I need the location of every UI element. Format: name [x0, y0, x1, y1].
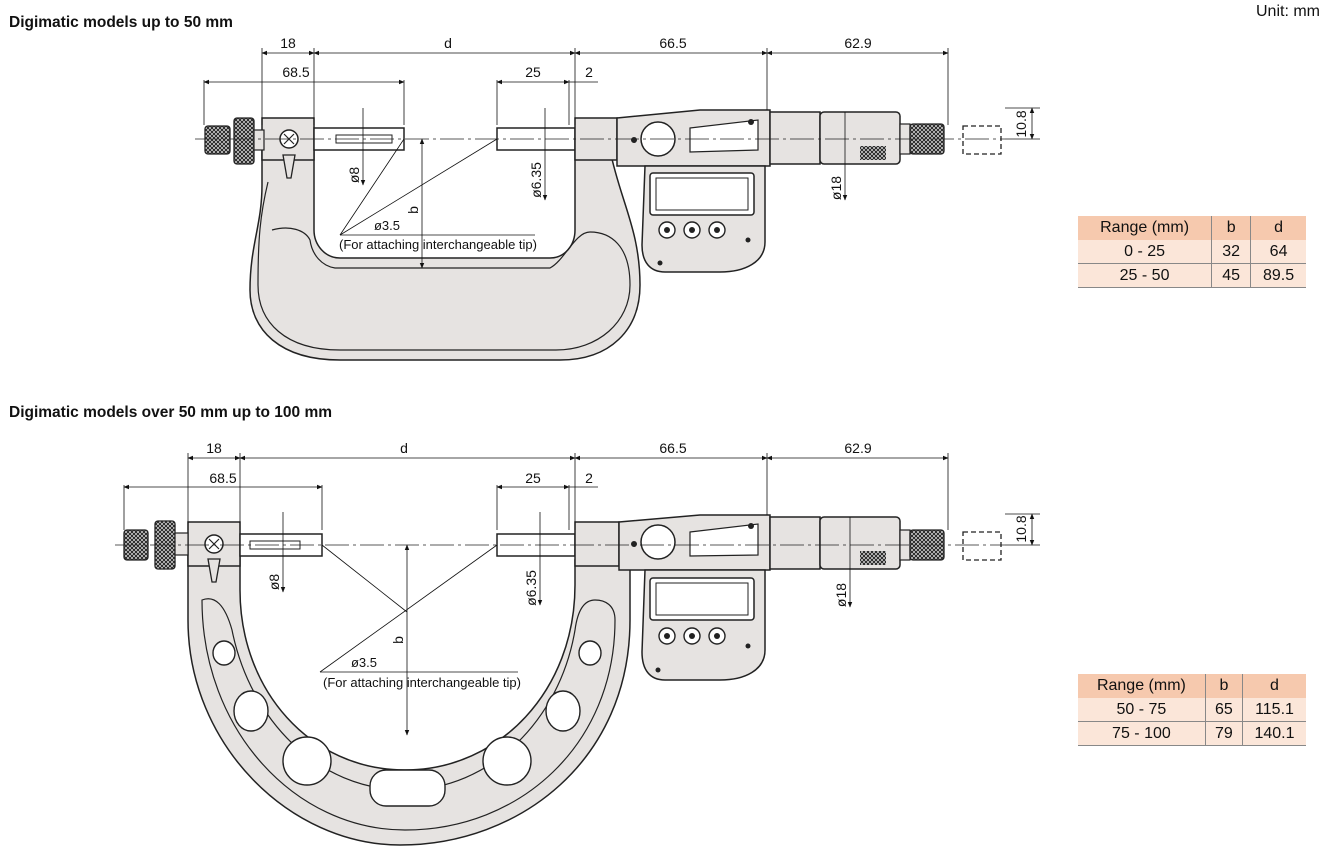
- table-cell: 0 - 25: [1078, 240, 1212, 264]
- dim-10-8: 10.8: [1013, 515, 1029, 542]
- dim-b: b: [405, 206, 421, 214]
- table-row: 50 - 75 65 115.1: [1078, 698, 1306, 722]
- dim-dia-8: ø8: [266, 574, 282, 591]
- table-cell: 89.5: [1250, 263, 1306, 288]
- dim-10-8: 10.8: [1013, 110, 1029, 137]
- table-cell: 50 - 75: [1078, 698, 1206, 722]
- table-cell: 65: [1204, 698, 1243, 722]
- dim-62-9: 62.9: [844, 35, 871, 51]
- dim-d: d: [400, 440, 408, 456]
- table-row: 75 - 100 79 140.1: [1078, 721, 1306, 746]
- dim-dia-3-5: ø3.5: [374, 218, 400, 233]
- dim-d: d: [444, 35, 452, 51]
- table-header: d: [1250, 216, 1306, 240]
- table-header: b: [1211, 216, 1251, 240]
- unit-label: Unit: mm: [1256, 3, 1320, 20]
- table-cell: 32: [1211, 240, 1251, 264]
- table-cell: 115.1: [1242, 698, 1306, 722]
- dim-2: 2: [585, 470, 593, 486]
- table-cell: 75 - 100: [1078, 721, 1206, 746]
- range-table-1: Range (mm) b d 0 - 25 32 64 25 - 50 45 8…: [1078, 216, 1306, 288]
- micrometer-small: 18 d 66.5 62.9 68.5 25 2 10.8 ø8 ø6.35 ø…: [195, 35, 1040, 361]
- table-cell: 140.1: [1242, 721, 1306, 746]
- table-cell: 79: [1204, 721, 1243, 746]
- table-row: 25 - 50 45 89.5: [1078, 263, 1306, 288]
- table-header: Range (mm): [1078, 216, 1212, 240]
- table-cell: 64: [1250, 240, 1306, 264]
- table-row: 0 - 25 32 64: [1078, 240, 1306, 264]
- dim-25: 25: [525, 64, 541, 80]
- dim-62-9: 62.9: [844, 440, 871, 456]
- table-header: d: [1242, 674, 1306, 698]
- dim-25: 25: [525, 470, 541, 486]
- micrometer-large: 18 d 66.5 62.9 68.5 25 2 10.8 ø8 ø6.35 ø…: [115, 440, 1040, 846]
- dim-18: 18: [280, 35, 296, 51]
- table-header-row: Range (mm) b d: [1078, 674, 1306, 698]
- dim-dia-8: ø8: [346, 167, 362, 184]
- table-header: b: [1204, 674, 1243, 698]
- dim-dia-6-35: ø6.35: [523, 570, 539, 606]
- range-table-2: Range (mm) b d 50 - 75 65 115.1 75 - 100…: [1078, 674, 1306, 746]
- table-cell: 25 - 50: [1078, 263, 1212, 288]
- section-2-title: Digimatic models over 50 mm up to 100 mm: [9, 404, 333, 421]
- dim-dia-18: ø18: [833, 583, 849, 607]
- tip-note: (For attaching interchangeable tip): [323, 675, 521, 690]
- table-header-row: Range (mm) b d: [1078, 216, 1306, 240]
- section-1-title: Digimatic models up to 50 mm: [9, 14, 233, 31]
- dim-b: b: [390, 636, 406, 644]
- table-cell: 45: [1211, 263, 1251, 288]
- dim-68-5: 68.5: [209, 470, 236, 486]
- dim-68-5: 68.5: [282, 64, 309, 80]
- dim-2: 2: [585, 64, 593, 80]
- dim-66-5: 66.5: [659, 440, 686, 456]
- dim-dia-3-5: ø3.5: [351, 655, 377, 670]
- tip-note: (For attaching interchangeable tip): [339, 237, 537, 252]
- dim-dia-6-35: ø6.35: [528, 162, 544, 198]
- dim-dia-18: ø18: [828, 176, 844, 200]
- table-header: Range (mm): [1078, 674, 1206, 698]
- dim-66-5: 66.5: [659, 35, 686, 51]
- dim-18: 18: [206, 440, 222, 456]
